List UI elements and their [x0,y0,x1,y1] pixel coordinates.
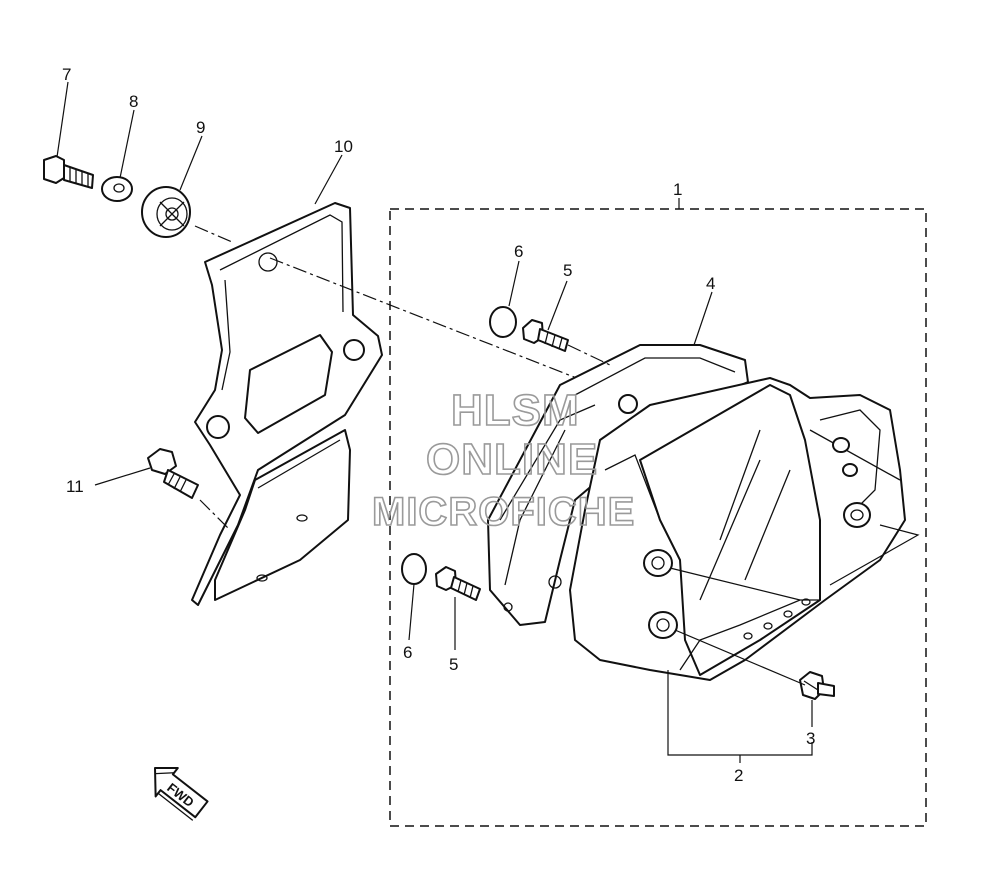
callout-1: 1 [673,180,682,199]
watermark-line-1: HLSM [451,386,580,435]
cover-assy-2 [569,377,906,681]
screw-5-upper-axis [567,344,611,366]
screw-5-lower [435,566,481,601]
watermark-line-3: MICROFICHE [372,490,635,534]
leader-2-bracket [667,670,813,763]
cap-6-lower [401,553,427,585]
leader-8 [119,109,135,179]
callout-11: 11 [66,477,84,496]
callout-3: 3 [806,729,815,748]
callout-8: 8 [129,92,138,111]
watermark: HLSM ONLINE MICROFICHE [371,385,635,535]
leader-6-lower [408,583,415,641]
leader-10 [314,154,343,205]
callout-5-upper: 5 [563,261,572,280]
cap-6-upper [489,306,517,338]
callout-6-upper: 6 [514,242,523,261]
leader-9 [179,135,203,191]
callout-7: 7 [62,65,71,84]
plug-3 [799,671,835,700]
assembly-dashed-box [389,208,927,827]
assembly-axis-lower [199,499,231,531]
leader-6-upper [508,260,520,307]
assembly-axis-left [194,225,233,243]
watermark-line-2: ONLINE [426,435,598,484]
leader-4 [693,291,713,346]
callout-4: 4 [706,274,715,293]
screw-5-upper [522,319,569,352]
callout-9: 9 [196,118,205,137]
bolt-11 [147,448,199,499]
leader-screw-line-upper [669,524,920,601]
washer-8 [101,176,133,202]
callout-2: 2 [734,766,743,785]
bolt-7 [43,155,94,189]
leader-7 [56,81,69,158]
leader-11 [94,467,151,486]
fwd-arrow: FWD [154,767,209,821]
leader-5-upper [547,280,568,331]
grommet-9 [141,186,191,238]
callout-5-lower: 5 [449,655,458,674]
cover-plate-10 [191,202,383,606]
assembly-axis-upper [269,257,621,396]
leader-screw-line-lower [674,629,806,686]
callout-10: 10 [334,137,353,156]
callout-6-lower: 6 [403,643,412,662]
